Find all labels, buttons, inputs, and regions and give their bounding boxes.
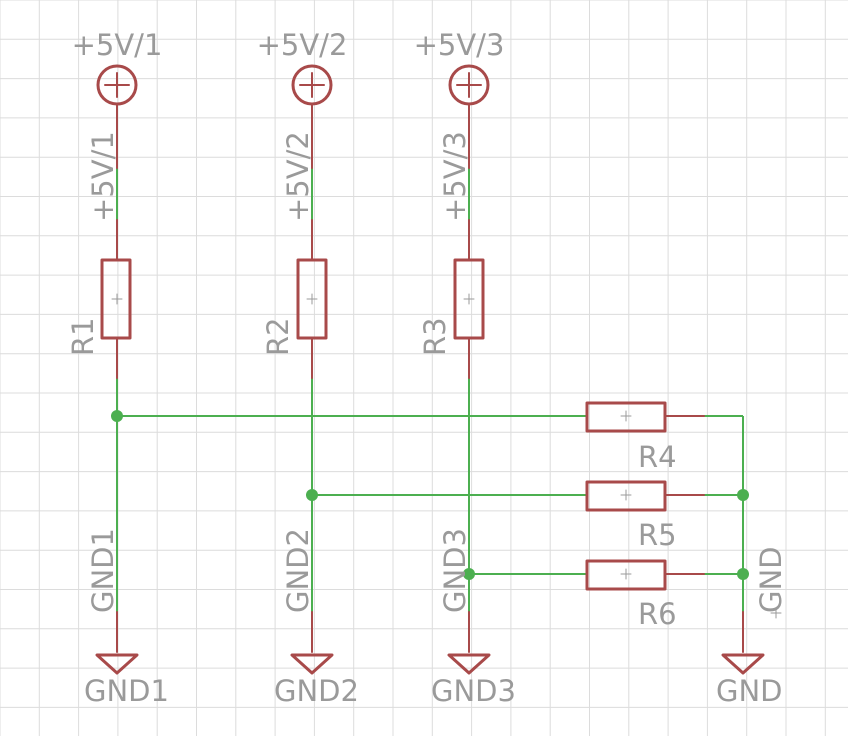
resistor-r4-symbol	[585, 401, 705, 433]
resistor-label-r3: R3	[418, 317, 452, 356]
net-label-gnd2: GND2	[281, 528, 315, 613]
resistor-r6-origin-mark	[620, 568, 632, 580]
ground-origin-mark	[770, 607, 782, 619]
resistor-label-r2: R2	[261, 317, 295, 356]
ground-symbol-gnd1	[95, 611, 139, 675]
labels: +5V/1 +5V/2 +5V/3 +5V/1 +5V/2 +5V/3 R1 R…	[66, 28, 788, 708]
resistor-label-r5: R5	[638, 518, 677, 552]
supply-symbol-5v1	[96, 64, 138, 169]
ground-symbol-gnd	[721, 607, 782, 675]
net-label-gnd: GND	[754, 547, 788, 614]
net-label-gnd1: GND1	[86, 528, 120, 613]
net-label-5v2: +5V/2	[281, 131, 315, 222]
resistor-label-r4: R4	[638, 440, 677, 474]
ground-label-gnd: GND	[716, 674, 783, 708]
resistor-r1-symbol	[100, 219, 132, 379]
ground-label-gnd3: GND3	[431, 674, 516, 708]
supply-label-5v1: +5V/1	[72, 28, 163, 62]
supply-label-5v3: +5V/3	[414, 28, 505, 62]
resistor-r6-symbol	[585, 559, 705, 591]
ground-triangle-gnd1	[95, 653, 139, 675]
resistor-r1-origin-mark	[111, 293, 123, 305]
junction-net3	[463, 568, 475, 580]
junction-net1	[111, 410, 123, 422]
net-label-5v1: +5V/1	[86, 131, 120, 222]
resistor-r3-symbol	[453, 219, 485, 379]
resistor-r4-origin-mark	[620, 410, 632, 422]
resistor-r3-origin-mark	[463, 293, 475, 305]
ground-triangle-gnd	[721, 653, 765, 675]
junctions	[111, 410, 749, 580]
resistor-r5-origin-mark	[620, 489, 632, 501]
supply-label-5v2: +5V/2	[257, 28, 348, 62]
resistor-label-r6: R6	[638, 597, 677, 631]
ground-triangle-gnd3	[447, 653, 491, 675]
resistor-r2-origin-mark	[306, 293, 318, 305]
net-label-gnd3: GND3	[438, 528, 472, 613]
ground-label-gnd2: GND2	[274, 674, 359, 708]
ground-triangle-gnd2	[290, 653, 334, 675]
resistor-r5-symbol	[585, 480, 705, 512]
junction-gnd-r5	[737, 489, 749, 501]
net-label-5v3: +5V/3	[438, 131, 472, 222]
ground-symbol-gnd2	[290, 611, 334, 675]
symbols	[95, 64, 782, 675]
resistor-r2-symbol	[296, 219, 328, 379]
resistor-label-r1: R1	[66, 317, 100, 356]
junction-gnd-r6	[737, 568, 749, 580]
ground-symbol-gnd3	[447, 611, 491, 675]
ground-label-gnd1: GND1	[84, 674, 169, 708]
junction-net2	[306, 489, 318, 501]
supply-symbol-5v2	[291, 64, 333, 169]
supply-symbol-5v3	[448, 64, 490, 169]
